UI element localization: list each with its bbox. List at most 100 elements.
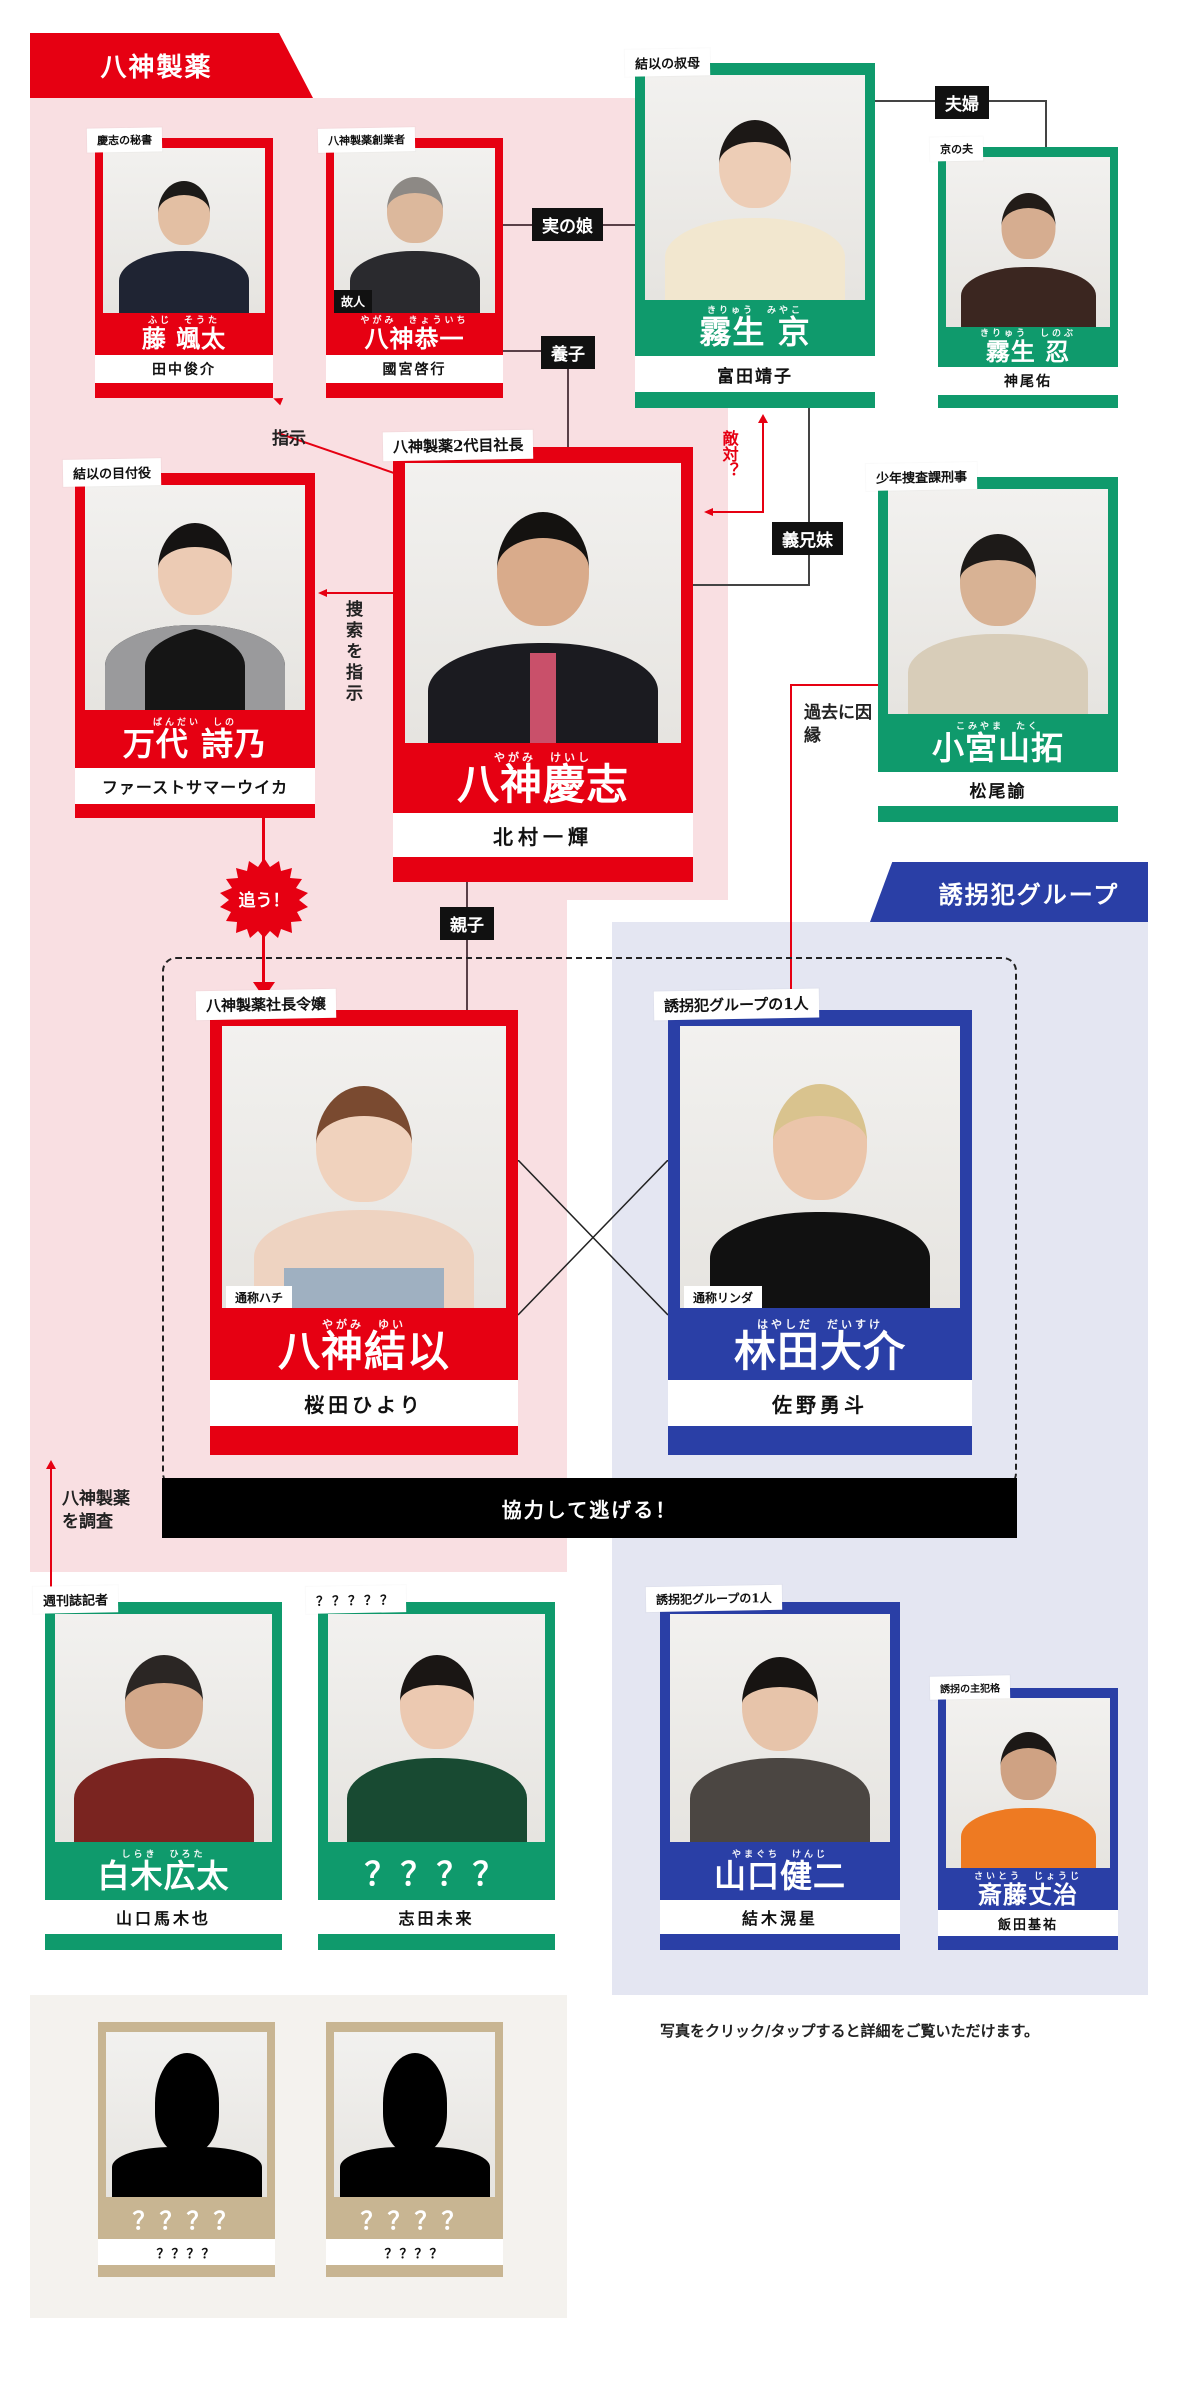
investigate-arrow-line <box>50 1468 52 1600</box>
investigate-label: 八神製薬を調査 <box>62 1489 130 1532</box>
person-icon <box>960 177 1096 327</box>
character-photo <box>946 1698 1110 1868</box>
role-label: 誘拐犯グループの1人 <box>645 1584 782 1613</box>
section-tab-kidnapper-group: 誘拐犯グループ <box>870 862 1148 922</box>
character-card-shinobu[interactable]: きりゅう しのぶ 霧生 忍 神尾佑 京の夫 <box>929 136 1118 408</box>
person-icon <box>908 514 1088 714</box>
person-icon <box>254 1058 474 1308</box>
role-label: 八神製薬社長令嬢 <box>195 988 337 1021</box>
character-name: ？？？？ <box>360 2205 469 2235</box>
connector-line <box>808 408 810 586</box>
actor-name: 志田未来 <box>318 1900 555 1934</box>
role-label: ？？？？？ <box>305 1585 407 1614</box>
character-card-unknown-2[interactable]: ？？？？ ？？？？ <box>326 2022 503 2277</box>
character-name: 八神恭一 <box>364 323 465 353</box>
character-card-daisuke[interactable]: 通称リンダ はやしだ だいすけ 林田大介 佐野勇斗 誘拐犯グループの1人 <box>653 988 972 1455</box>
connector-line <box>693 584 810 586</box>
name-ruby: ふじ そうた <box>147 315 220 326</box>
character-name: 白木広太 <box>97 1857 230 1896</box>
instruct-label: 指示 <box>272 429 306 449</box>
person-icon <box>73 1637 254 1842</box>
role-label: 誘拐犯グループの1人 <box>653 988 819 1021</box>
character-card-hirota[interactable]: しらき ひろた 白木広太 山口馬木也 週刊誌記者 <box>32 1585 282 1950</box>
person-icon <box>690 1637 870 1842</box>
character-card-kyoichi[interactable]: 故人 やがみ きょういち 八神恭一 國宮啓行 八神製薬創業者 <box>317 127 503 398</box>
actor-name: 松尾諭 <box>878 772 1118 806</box>
arrowhead-icon <box>758 414 768 423</box>
connector-line <box>466 882 468 1012</box>
character-card-keishi[interactable]: やがみ けいし 八神慶志 北村一輝 八神製薬2代目社長 <box>382 429 693 882</box>
name-ruby: きりゅう みやこ <box>706 306 803 317</box>
character-photo <box>328 1614 545 1842</box>
actor-name: 山口馬木也 <box>45 1900 282 1934</box>
character-card-joji[interactable]: さいとう じょうじ 斎藤丈治 飯田基祐 誘拐の主犯格 <box>929 1675 1118 1950</box>
actor-name: 富田靖子 <box>635 356 875 392</box>
relation-label-parent-child: 親子 <box>440 907 494 940</box>
name-ruby: ばんだい しの <box>152 718 237 729</box>
person-icon <box>105 505 285 710</box>
chase-label: 追う！ <box>238 890 290 911</box>
connector-line <box>1045 100 1047 150</box>
name-ruby: やがみ きょういち <box>360 315 469 326</box>
nickname-label: 通称ハチ <box>226 1286 293 1309</box>
character-card-yui[interactable]: 通称ハチ やがみ ゆい 八神結以 桜田ひより 八神製薬社長令嬢 <box>195 988 518 1455</box>
person-icon <box>960 1718 1096 1868</box>
character-name: 林田大介 <box>733 1326 906 1376</box>
past-fate-label: 過去に因縁 <box>804 703 872 746</box>
character-name: 八神結以 <box>277 1326 450 1376</box>
starburst-icon <box>220 858 308 938</box>
past-fate-line <box>790 684 792 1012</box>
person-icon <box>710 1058 930 1308</box>
order-search-arrow-line <box>325 592 393 594</box>
character-photo <box>334 2032 495 2197</box>
role-label: 結以の叔母 <box>624 48 711 77</box>
arrowhead-icon <box>704 508 713 516</box>
section-tab-yagami-pharma: 八神製薬 <box>30 33 313 98</box>
person-icon <box>428 488 658 743</box>
person-icon <box>119 163 249 313</box>
character-photo <box>106 2032 267 2197</box>
name-ruby: やがみ けいし <box>494 750 592 764</box>
actor-name: 桜田ひより <box>210 1380 518 1426</box>
character-card-shino[interactable]: ばんだい しの 万代 詩乃 ファーストサマーウイカ 結以の目付役 <box>62 458 315 818</box>
name-ruby: やまぐち けんじ <box>731 1850 828 1861</box>
name-ruby: しらき ひろた <box>121 1850 206 1861</box>
cooperation-dashed-box <box>162 957 1017 1487</box>
character-card-fuji[interactable]: ふじ そうた 藤 颯太 田中俊介 慶志の秘書 <box>86 127 273 398</box>
character-photo <box>222 1026 506 1308</box>
role-label: 八神製薬創業者 <box>317 127 416 153</box>
role-label: 慶志の秘書 <box>86 127 163 153</box>
cross-lines <box>518 1160 668 1316</box>
hostile-arrow-line <box>712 511 764 513</box>
connector-line <box>567 350 569 450</box>
actor-name: 北村一輝 <box>393 813 693 857</box>
person-icon <box>665 100 845 300</box>
order-search-label: 捜索を指示 <box>341 600 362 705</box>
character-card-unknown-shida[interactable]: ？？？？ 志田未来 ？？？？？ <box>305 1585 555 1950</box>
nickname-label: 通称リンダ <box>684 1286 763 1309</box>
character-card-miyako[interactable]: きりゅう みやこ 霧生 京 富田靖子 結以の叔母 <box>624 48 875 408</box>
character-photo <box>405 463 681 743</box>
character-card-taku[interactable]: こみやま たく 小宮山拓 松尾諭 少年捜査課刑事 <box>865 462 1118 822</box>
actor-name: 國宮啓行 <box>326 355 503 383</box>
name-ruby: きりゅう しのぶ <box>979 328 1076 339</box>
character-photo <box>85 485 305 710</box>
connector-line <box>503 350 563 352</box>
role-label: 結以の目付役 <box>62 458 162 487</box>
character-card-unknown-1[interactable]: ？？？？ ？？？？ <box>98 2022 275 2277</box>
character-photo <box>680 1026 960 1308</box>
character-name: 霧生 京 <box>699 313 811 352</box>
arrowhead-icon <box>318 589 327 597</box>
chase-burst-badge: 追う！ <box>218 858 310 938</box>
character-card-kenji[interactable]: やまぐち けんじ 山口健二 結木滉星 誘拐犯グループの1人 <box>645 1584 900 1950</box>
character-name: 万代 詩乃 <box>122 725 268 764</box>
silhouette-icon <box>111 2047 262 2197</box>
actor-name: ？？？？ <box>98 2239 275 2265</box>
character-photo <box>946 157 1110 327</box>
hostile-arrow-line <box>762 422 764 512</box>
person-icon <box>346 1637 527 1842</box>
character-name: 小宮山拓 <box>931 729 1064 768</box>
character-name: 斎藤丈治 <box>978 1879 1078 1909</box>
role-label: 週刊誌記者 <box>32 1585 119 1614</box>
character-photo <box>55 1614 272 1842</box>
